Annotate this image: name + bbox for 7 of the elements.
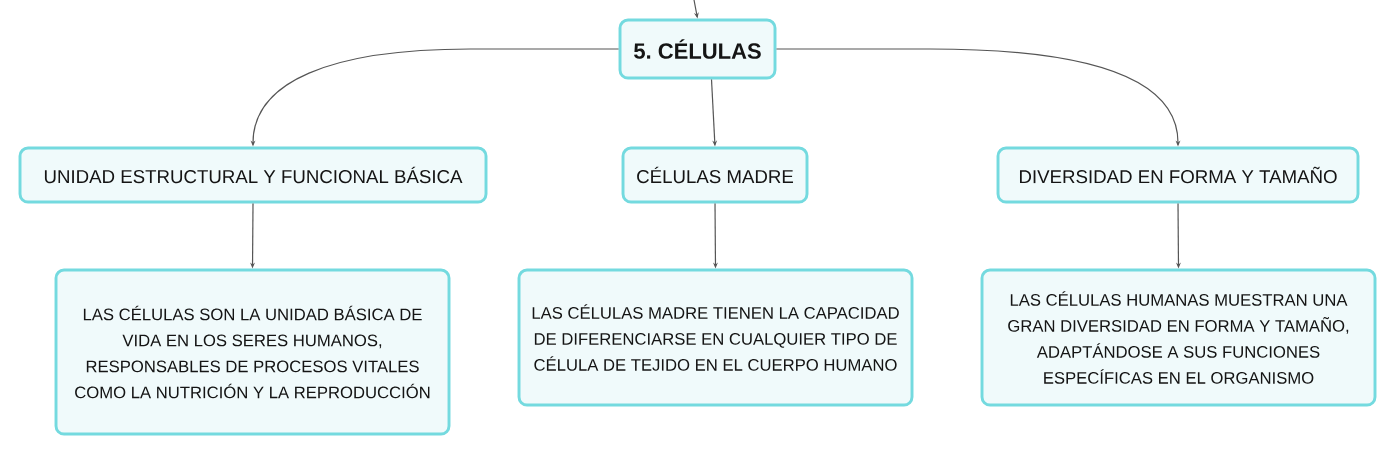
- description-box: LAS CÉLULAS MADRE TIENEN LA CAPACIDAD DE DIFERENCIARSE EN CUALQUIER TIPO DE CÉLULA DE TEJIDO EN EL CUERPO HUMANO: [517, 268, 914, 407]
- description-box: LAS CÉLULAS SON LA UNIDAD BÁSICA DE VIDA EN LOS SERES HUMANOS, RESPONSABLES DE PROCESOS VITALES COMO LA NUTRICIÓN Y LA REPRODUCCIÓN: [54, 268, 451, 436]
- central-topic-box: 5. CÉLULAS: [618, 18, 777, 80]
- description-box: LAS CÉLULAS HUMANAS MUESTRAN UNA GRAN DIVERSIDAD EN FORMA Y TAMAÑO, ADAPTÁNDOSE A SUS FUNCIONES ESPECÍFICAS EN EL ORGANISMO: [980, 268, 1377, 407]
- topic-box: UNIDAD ESTRUCTURAL Y FUNCIONAL BÁSICA: [18, 146, 488, 204]
- topic-box: DIVERSIDAD EN FORMA Y TAMAÑO: [996, 146, 1360, 204]
- topic-box: CÉLULAS MADRE: [621, 146, 809, 204]
